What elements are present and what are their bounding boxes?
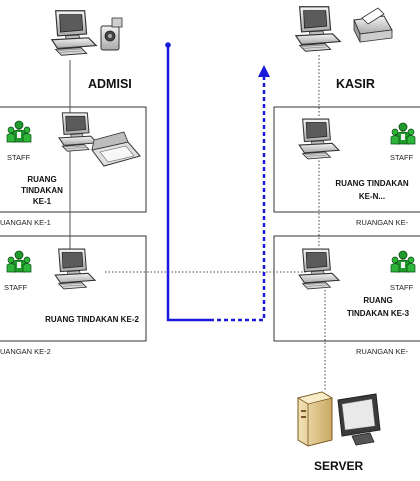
webcam-icon xyxy=(100,17,123,51)
roomn-caption: RUANGAN KE- xyxy=(356,218,409,227)
admisi-computer-icon xyxy=(51,10,97,56)
flow-line-solid xyxy=(166,45,210,322)
roomn-title-line2: KE-N... xyxy=(359,192,385,201)
room2-title: RUANG TINDAKAN KE-2 xyxy=(45,315,139,324)
kasir-computer-icon xyxy=(295,6,341,52)
scanner-icon xyxy=(91,131,141,167)
room-box-2 xyxy=(0,235,147,342)
staff-label-room1: STAFF xyxy=(7,153,31,162)
room3-caption: RUANGAN KE- xyxy=(356,347,409,356)
flow-line-dashed xyxy=(210,76,266,322)
flow-arrow-head xyxy=(258,65,270,77)
staff-icon-roomn xyxy=(390,122,416,145)
staff-label-room3: STAFF xyxy=(390,283,414,292)
printer-icon xyxy=(353,7,393,43)
staff-label-roomn: STAFF xyxy=(390,153,414,162)
staff-icon-room1 xyxy=(6,120,32,143)
kasir-label: KASIR xyxy=(336,77,375,91)
staff-icon-room2 xyxy=(6,250,32,273)
server-label: SERVER xyxy=(314,459,363,473)
room3-title-line2: TINDAKAN KE-3 xyxy=(347,309,410,318)
room2-computer-icon xyxy=(54,248,96,290)
room-box-n xyxy=(273,106,420,213)
room1-caption: UANGAN KE-1 xyxy=(0,218,51,227)
staff-icon-room3 xyxy=(390,250,416,273)
roomn-title-line1: RUANG TINDAKAN xyxy=(335,179,409,188)
room1-title-line1: RUANG xyxy=(27,175,56,184)
server-monitor-icon xyxy=(337,393,381,446)
admisi-label: ADMISI xyxy=(88,77,132,91)
roomn-computer-icon xyxy=(298,118,340,160)
room1-computer-icon xyxy=(58,112,98,152)
room3-title-line1: RUANG xyxy=(363,296,392,305)
room1-title-line2: TINDAKAN xyxy=(21,186,63,195)
room-box-1 xyxy=(0,106,147,213)
room2-caption: UANGAN KE-2 xyxy=(0,347,51,356)
staff-label-room2: STAFF xyxy=(4,283,28,292)
room1-title-line3: KE-1 xyxy=(33,197,52,206)
server-tower-icon xyxy=(296,391,334,447)
room3-computer-icon xyxy=(298,248,340,290)
room-box-3 xyxy=(273,235,420,342)
